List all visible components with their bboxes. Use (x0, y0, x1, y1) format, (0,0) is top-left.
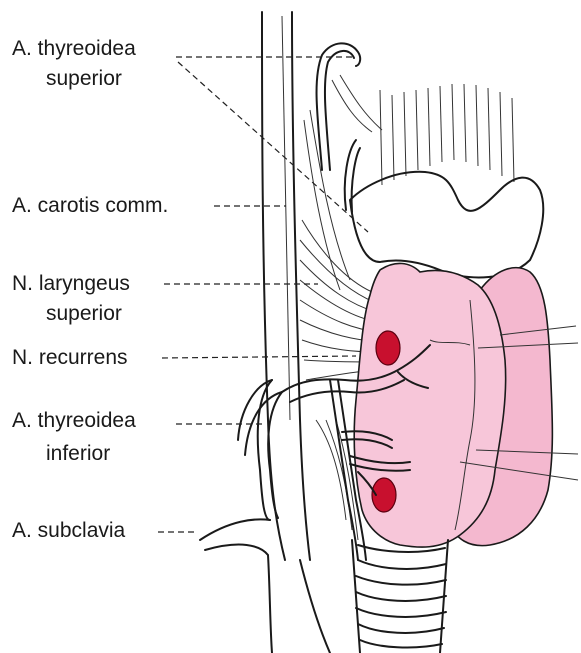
superior-thyroid-artery (317, 43, 361, 170)
label-thyreoidea-superior-line1: A. thyreoidea (12, 37, 136, 60)
leader-thyreoidea-superior-diag (178, 62, 368, 232)
thyroid-cartilage (350, 172, 543, 278)
label-recurrens: N. recurrens (12, 346, 128, 369)
label-laryngeus-superior-line1: N. laryngeus (12, 272, 130, 295)
parathyroid-superior (376, 331, 400, 365)
label-subclavia: A. subclavia (12, 519, 126, 542)
label-carotis-comm: A. carotis comm. (12, 194, 168, 217)
label-thyreoidea-inferior-line2: inferior (46, 442, 110, 465)
leader-recurrens (162, 356, 356, 358)
sternocleidomastoid-line (282, 16, 290, 420)
pharyngeal-muscle-fibers (380, 84, 514, 185)
label-thyreoidea-inferior-line1: A. thyreoidea (12, 409, 136, 432)
anatomy-illustration (200, 12, 578, 653)
cartilage-horn (345, 140, 360, 212)
label-group: A. thyreoidea superior A. carotis comm. … (12, 37, 168, 542)
superior-laryngeal-nerve-fibers (332, 75, 382, 132)
label-thyreoidea-superior-line2: superior (46, 67, 122, 90)
carotid-artery-left-wall (262, 12, 285, 560)
subclavian-upper-contour (200, 519, 270, 540)
vessel-lower-right (300, 560, 330, 653)
recurrent-laryngeal-nerve (330, 380, 358, 560)
subclavian-lower-contour (205, 545, 272, 653)
label-laryngeus-superior-line2: superior (46, 302, 122, 325)
